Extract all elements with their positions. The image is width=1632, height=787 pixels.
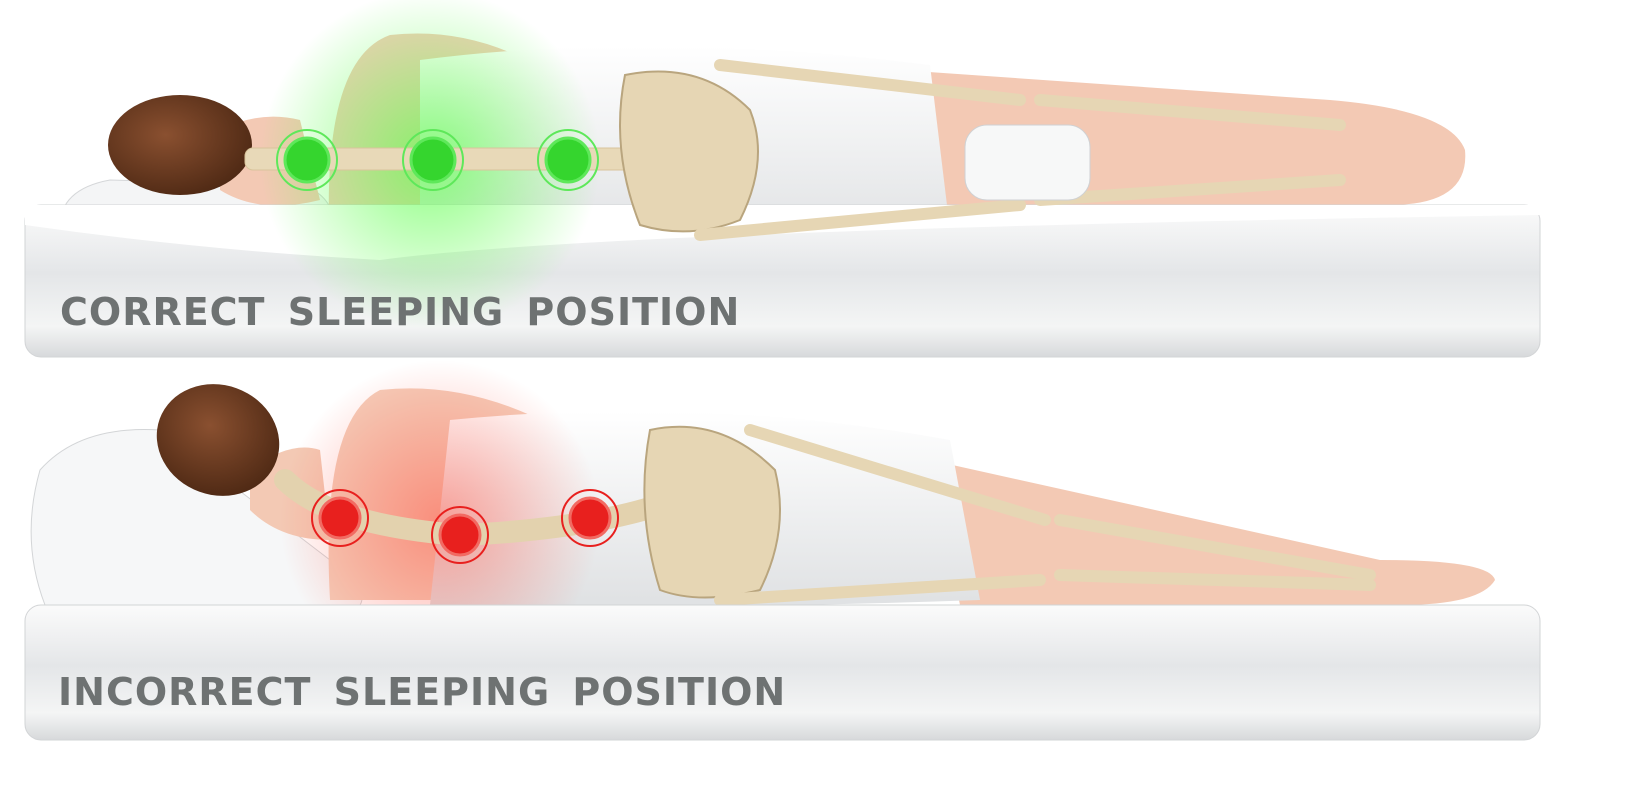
head — [108, 95, 252, 195]
leg-bones — [714, 424, 1376, 606]
incorrect-markers — [311, 489, 619, 564]
knee-pillow — [964, 124, 1091, 201]
incorrect-position-scene — [24, 360, 1541, 741]
correct-markers — [276, 129, 599, 191]
leg-bones — [694, 59, 1346, 241]
pelvis — [643, 425, 781, 599]
spine-glow — [280, 360, 600, 680]
incorrect-caption: INCORRECT SLEEPING POSITION — [58, 670, 787, 714]
correct-position-scene — [24, 0, 1541, 358]
pelvis — [619, 70, 759, 233]
head — [156, 384, 280, 496]
correct-caption: CORRECT SLEEPING POSITION — [60, 290, 741, 334]
mattress — [24, 604, 1541, 741]
